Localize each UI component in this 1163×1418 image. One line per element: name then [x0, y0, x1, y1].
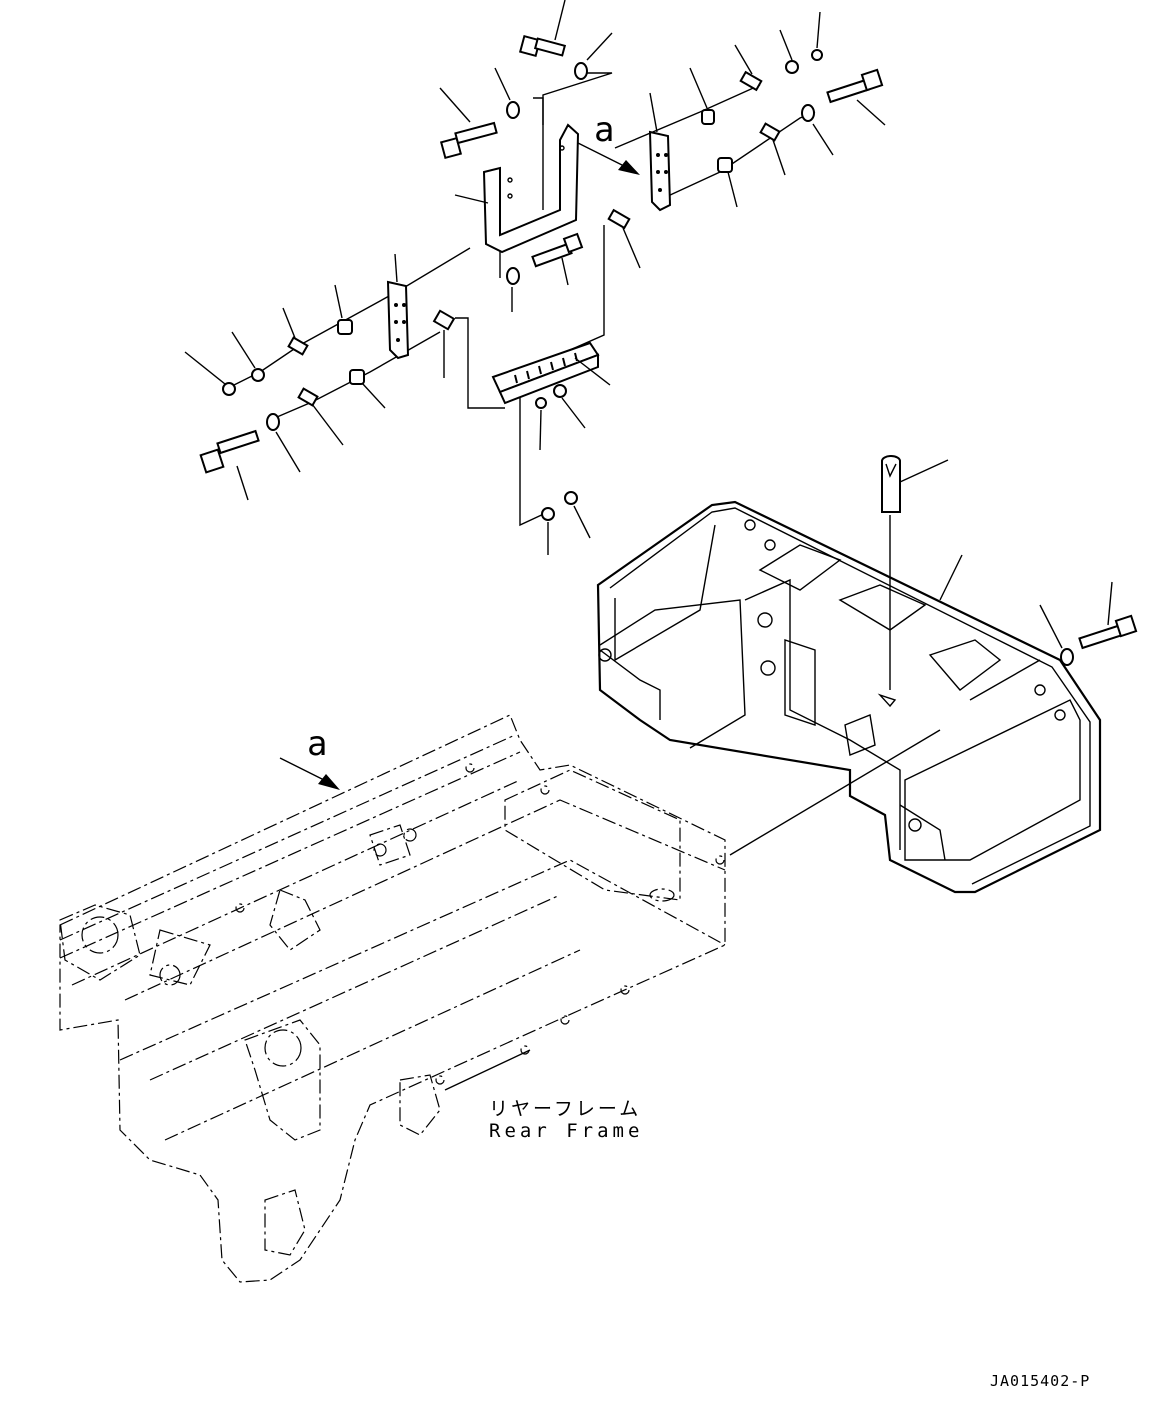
rear-frame-outline [59, 714, 726, 1283]
bolt-left-icon [439, 121, 498, 160]
leader-spacer-left-lower [361, 382, 386, 409]
leader-counterweight [939, 554, 963, 601]
view-arrow-lower [279, 757, 340, 790]
drawing-code: JA015402-P [990, 1372, 1091, 1390]
bolt-cw-icon [1078, 614, 1138, 650]
leader-clip-right [734, 44, 753, 75]
spacer-right-icon [701, 109, 715, 125]
plate-right-icon [648, 130, 672, 212]
pin-icon [881, 455, 901, 513]
leader-nut-step-4 [573, 505, 591, 539]
clip-right-lower-icon [759, 122, 781, 142]
nut-far-left-icon [222, 382, 236, 396]
clip-left-icon [287, 336, 309, 356]
bolt-right-icon [826, 68, 884, 104]
leader-washer-top [586, 32, 613, 61]
leader-bolt-top [554, 0, 566, 41]
washer-far-left-icon [251, 368, 265, 382]
leader-bolt-left-lower [236, 465, 249, 501]
rear-frame-label-japanese: リヤーフレーム [489, 1098, 642, 1120]
rear-frame-label-english: Rear Frame [489, 1120, 644, 1142]
leader-nut-right [779, 29, 793, 61]
leader-plate-left [394, 253, 398, 283]
plate-left-icon [386, 280, 410, 360]
leader-spacer-left [334, 284, 343, 319]
washer-top-icon [574, 62, 588, 80]
clip-mid-icon [432, 309, 456, 331]
leader-washer-left [494, 67, 511, 101]
leader-bolt-mid [561, 257, 569, 286]
view-arrow-label-upper: a [594, 110, 615, 150]
leader-plate-right [649, 92, 658, 133]
nut-far-right-icon [811, 49, 823, 61]
nut-step-icons [535, 384, 578, 521]
leader-clip-left [282, 307, 296, 339]
washer-right-icon [801, 104, 815, 122]
leader-step [574, 357, 611, 386]
leader-bolt-right [856, 99, 886, 126]
washer-left-icon [506, 101, 520, 119]
leader-washer-far-left [231, 331, 256, 369]
view-arrow-label-lower: a [307, 724, 328, 764]
step-icon [491, 341, 600, 405]
washer-cw-icon [1060, 648, 1074, 666]
washer-left-lower-icon [266, 413, 280, 431]
spacer-left-icon [337, 319, 353, 335]
bracket-icon [482, 123, 580, 254]
leader-nut-far-left [184, 351, 226, 385]
clip-right-icon [739, 70, 763, 92]
leader-spacer-right-lower [727, 171, 738, 208]
leader-bolt-cw [1107, 581, 1113, 626]
spacer-left-lower-icon [349, 369, 365, 385]
leader-spacer-right [689, 67, 708, 109]
spacer-right-lower-icon [717, 157, 733, 173]
bolt-mid-icon [531, 232, 584, 268]
clip-center-icon [607, 208, 631, 230]
leader-lines [184, 0, 1113, 649]
leader-washer-right [812, 123, 834, 156]
leader-nut-far-right [816, 11, 821, 49]
leader-washer-cw [1039, 604, 1063, 649]
leader-clip-right-lower [772, 139, 786, 176]
bolt-left-lower-icon [199, 429, 260, 474]
nut-right-icon [785, 60, 799, 74]
leader-nut-step-1 [539, 409, 542, 451]
leader-washer-left-lower [275, 431, 301, 473]
assembly-lines [227, 72, 1041, 1091]
leader-pin [899, 459, 949, 483]
leader-clip-center [622, 227, 641, 269]
leader-clip-left-lower [311, 403, 344, 446]
leader-bolt-left [439, 87, 471, 123]
washer-mid-icon [506, 267, 520, 285]
clip-left-lower-icon [297, 387, 319, 407]
bolt-top-icon [518, 34, 567, 58]
leader-nut-step-2 [561, 397, 586, 429]
counterweight-icon [596, 500, 1102, 894]
leader-bracket [454, 194, 489, 204]
view-arrow-upper [571, 139, 640, 175]
